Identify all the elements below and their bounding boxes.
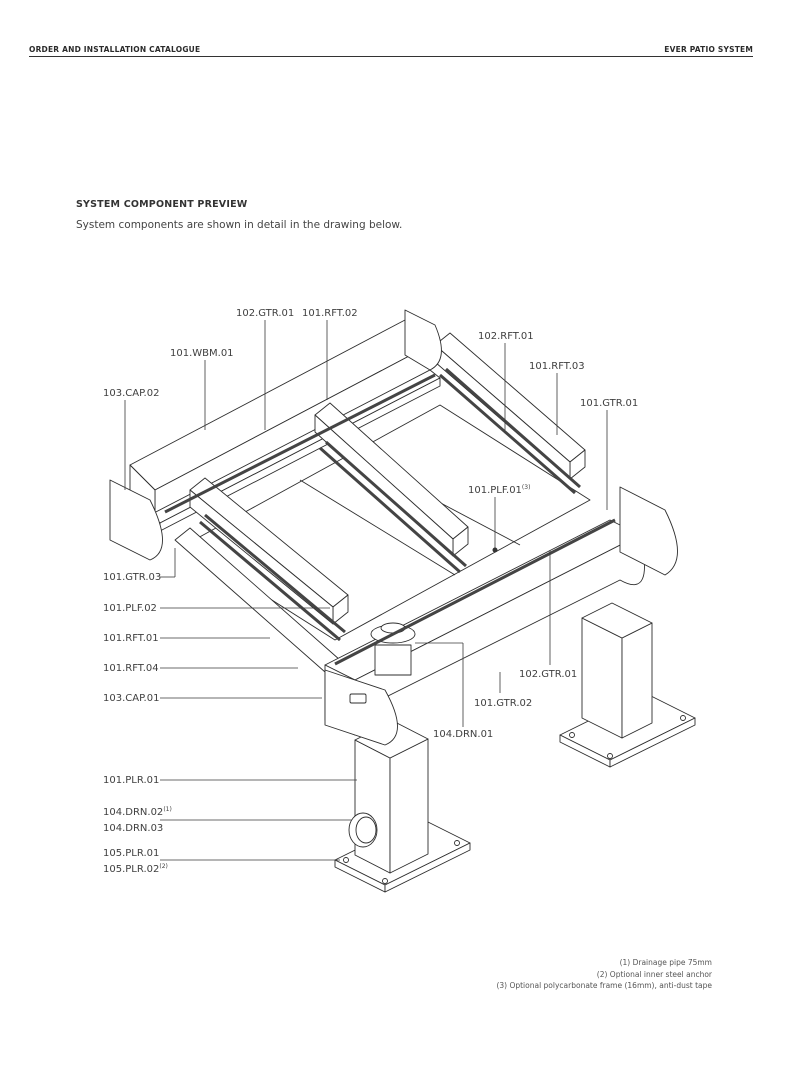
seal-strips bbox=[164, 367, 616, 666]
footnotes: (1) Drainage pipe 75mm (2) Optional inne… bbox=[496, 957, 712, 992]
label-104-drn-02: 104.DRN.02(1) bbox=[103, 806, 172, 818]
label-101-gtr-03: 101.GTR.03 bbox=[103, 572, 161, 583]
label-101-wbm-01: 101.WBM.01 bbox=[170, 348, 234, 359]
label-104-drn-01: 104.DRN.01 bbox=[433, 729, 493, 740]
end-cap-front bbox=[324, 669, 398, 746]
footnote-3: (3) Optional polycarbonate frame (16mm),… bbox=[496, 981, 712, 990]
label-101-rft-01: 101.RFT.01 bbox=[103, 633, 159, 644]
section-description: System components are shown in detail in… bbox=[76, 219, 403, 231]
catalogue-title: ORDER AND INSTALLATION CATALOGUE bbox=[29, 45, 201, 54]
label-101-plf-01-sup: (3) bbox=[522, 484, 531, 491]
right-pillar bbox=[559, 602, 696, 768]
label-101-rft-03: 101.RFT.03 bbox=[529, 361, 585, 372]
section-title: SYSTEM COMPONENT PREVIEW bbox=[76, 199, 248, 210]
plf-marker bbox=[492, 547, 498, 553]
label-105-plr-02-text: 105.PLR.02 bbox=[103, 864, 159, 875]
label-102-rft-01: 102.RFT.01 bbox=[478, 331, 534, 342]
label-105-plr-02: 105.PLR.02(2) bbox=[103, 863, 168, 875]
label-103-cap-01: 103.CAP.01 bbox=[103, 693, 159, 704]
system-name: EVER PATIO SYSTEM bbox=[664, 45, 753, 54]
label-101-plf-01-text: 101.PLF.01 bbox=[468, 485, 522, 496]
label-102-gtr-01-top: 102.GTR.01 bbox=[236, 308, 294, 319]
label-103-cap-02: 103.CAP.02 bbox=[103, 388, 159, 399]
label-101-plr-01: 101.PLR.01 bbox=[103, 775, 159, 786]
label-105-plr-02-sup: (2) bbox=[159, 863, 168, 870]
label-104-drn-03: 104.DRN.03 bbox=[103, 823, 163, 834]
label-101-gtr-01: 101.GTR.01 bbox=[580, 398, 638, 409]
label-104-drn-02-sup: (1) bbox=[163, 806, 172, 813]
label-101-rft-02: 101.RFT.02 bbox=[302, 308, 358, 319]
end-cap-left-back bbox=[109, 479, 163, 561]
label-105-plr-01: 105.PLR.01 bbox=[103, 848, 159, 859]
end-cap-top bbox=[404, 309, 442, 371]
header-divider bbox=[29, 56, 753, 57]
label-101-plf-02: 101.PLF.02 bbox=[103, 603, 157, 614]
label-102-gtr-01-right: 102.GTR.01 bbox=[519, 669, 577, 680]
label-101-rft-04: 101.RFT.04 bbox=[103, 663, 159, 674]
end-cap-right bbox=[619, 486, 678, 576]
drain-head bbox=[370, 622, 416, 676]
label-104-drn-02-text: 104.DRN.02 bbox=[103, 807, 163, 818]
footnote-2: (2) Optional inner steel anchor bbox=[596, 969, 712, 979]
footnote-1: (1) Drainage pipe 75mm bbox=[619, 958, 712, 967]
leader-lines bbox=[124, 320, 608, 861]
label-101-gtr-02: 101.GTR.02 bbox=[474, 698, 532, 709]
left-pillar bbox=[334, 720, 471, 893]
label-101-plf-01: 101.PLF.01(3) bbox=[468, 484, 530, 496]
